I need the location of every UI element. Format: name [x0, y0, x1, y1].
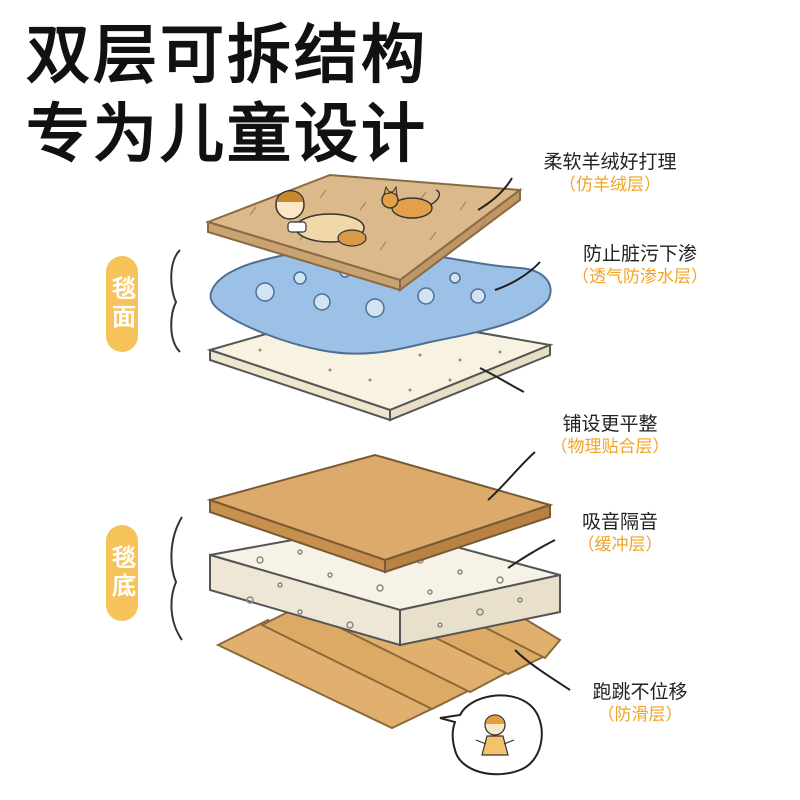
label-wool-main: 柔软羊绒好打理: [543, 151, 677, 173]
label-antislip-layer: 跑跳不位移 （防滑层）: [560, 680, 720, 726]
label-cushion-sub: （缓冲层）: [577, 535, 663, 555]
label-fit-main: 铺设更平整: [562, 413, 658, 435]
label-waterproof-sub: （透气防渗水层）: [572, 267, 708, 287]
leader-line-fit: [487, 451, 536, 501]
group-tag-top-label: 毯面: [107, 276, 136, 332]
label-wool-layer: 柔软羊绒好打理 （仿羊绒层）: [520, 150, 700, 196]
label-cushion-main: 吸音隔音: [581, 511, 658, 533]
label-fit-sub: （物理贴合层）: [550, 437, 670, 457]
wool-layer: [204, 173, 523, 292]
group-tag-top: 毯面: [106, 256, 138, 352]
label-fit-layer: 铺设更平整 （物理贴合层）: [520, 412, 700, 458]
leader-line-wool: [477, 177, 513, 211]
group-tag-bottom-label: 毯底: [107, 545, 136, 601]
label-wool-sub: （仿羊绒层）: [559, 175, 661, 195]
leader-line-base: [479, 367, 525, 393]
speech-bubble: [439, 694, 543, 776]
headline-line-2: 专为儿童设计: [26, 98, 428, 172]
label-antislip-sub: （防滑层）: [597, 705, 683, 725]
fit-layer: [206, 453, 554, 574]
waterproof-layer: [209, 246, 552, 355]
sleeping-child-illustration: [275, 190, 367, 247]
label-antislip-main: 跑跳不位移: [592, 681, 688, 703]
label-waterproof-main: 防止脏污下渗: [582, 243, 697, 265]
cat-illustration: [381, 185, 441, 219]
top-brace: [170, 249, 181, 353]
label-cushion-layer: 吸音隔音 （缓冲层）: [540, 510, 700, 556]
leader-line-cushion: [507, 539, 556, 569]
label-waterproof-layer: 防止脏污下渗 （透气防渗水层）: [550, 242, 730, 288]
headline-line-1: 双层可拆结构: [26, 19, 428, 93]
group-tag-bottom: 毯底: [106, 525, 138, 621]
bottom-brace: [170, 516, 183, 641]
leader-line-waterproof: [494, 261, 541, 291]
leader-line-antislip: [514, 649, 571, 691]
